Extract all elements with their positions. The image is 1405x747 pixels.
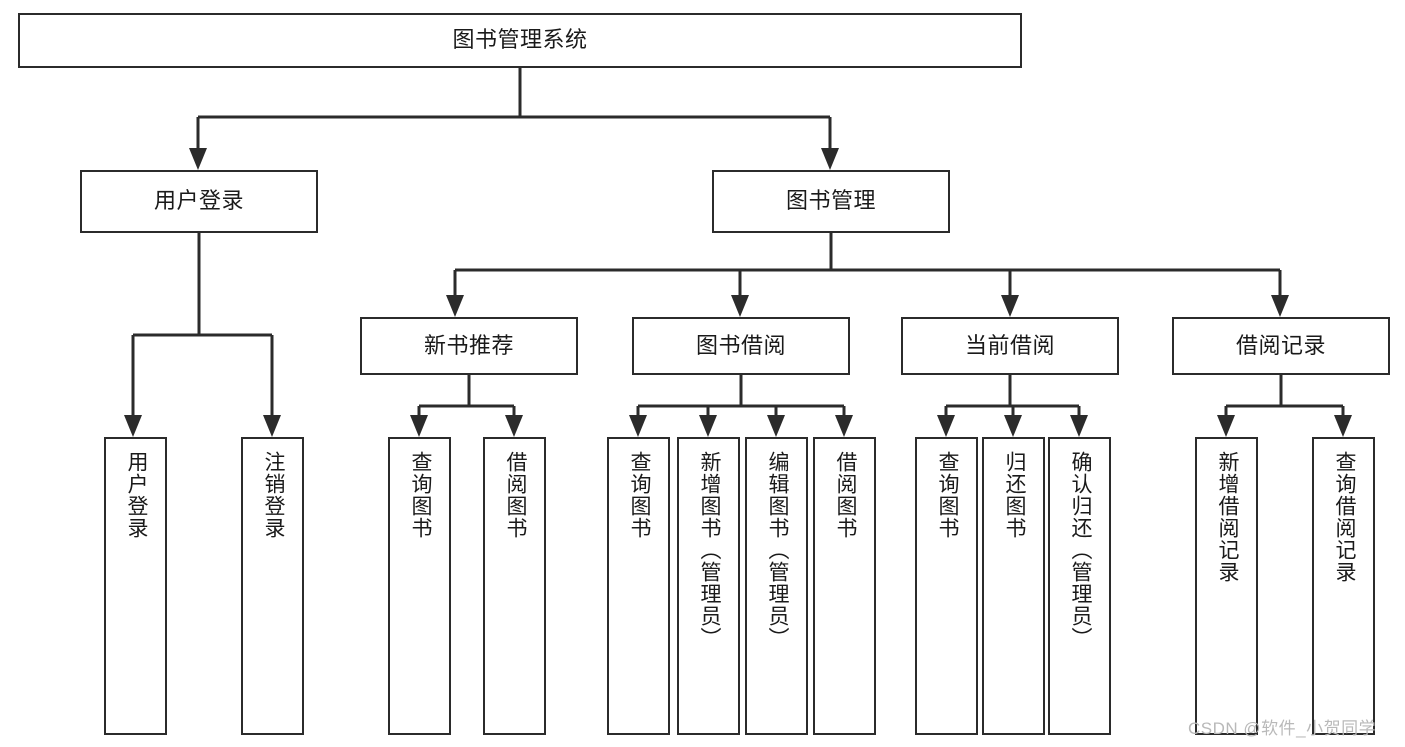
arrow-head bbox=[699, 415, 717, 437]
leaf-node-9[interactable]: 归还图书 bbox=[982, 437, 1045, 735]
leaf-node-2[interactable]: 查询图书 bbox=[388, 437, 451, 735]
arrow-head bbox=[1271, 295, 1289, 317]
arrow-head bbox=[821, 148, 839, 170]
arrow-head bbox=[263, 415, 281, 437]
arrow-head bbox=[835, 415, 853, 437]
arrow-head bbox=[505, 415, 523, 437]
leaf-node-4[interactable]: 查询图书 bbox=[607, 437, 670, 735]
arrow-head bbox=[731, 295, 749, 317]
leaf-node-12[interactable]: 查询借阅记录 bbox=[1312, 437, 1375, 735]
arrow-head bbox=[1334, 415, 1352, 437]
node-label: 用户登录 bbox=[124, 451, 148, 539]
arrow-head bbox=[1070, 415, 1088, 437]
arrow-head bbox=[767, 415, 785, 437]
node-label: 新书推荐 bbox=[423, 332, 514, 358]
node-label: 查询图书 bbox=[627, 451, 651, 539]
arrow-head bbox=[937, 415, 955, 437]
leaf-node-11[interactable]: 新增借阅记录 bbox=[1195, 437, 1258, 735]
node-label: 用户登录 bbox=[153, 188, 244, 214]
arrow-head bbox=[1004, 415, 1022, 437]
node-label: 图书管理 bbox=[785, 188, 876, 214]
leaf-node-0[interactable]: 用户登录 bbox=[104, 437, 167, 735]
arrow-head bbox=[410, 415, 428, 437]
arrow-head bbox=[629, 415, 647, 437]
arrow-head bbox=[124, 415, 142, 437]
node-label: 新增借阅记录 bbox=[1215, 451, 1239, 583]
node-label: 查询借阅记录 bbox=[1332, 451, 1356, 583]
arrow-head bbox=[189, 148, 207, 170]
leaf-node-8[interactable]: 查询图书 bbox=[915, 437, 978, 735]
level1-node-0[interactable]: 用户登录 bbox=[80, 170, 318, 233]
node-label: 查询图书 bbox=[408, 451, 432, 539]
level2-node-1[interactable]: 图书借阅 bbox=[632, 317, 850, 375]
arrow-head bbox=[446, 295, 464, 317]
node-label: 归还图书 bbox=[1002, 451, 1026, 539]
level2-node-2[interactable]: 当前借阅 bbox=[901, 317, 1119, 375]
node-label: 图书管理系统 bbox=[452, 27, 588, 53]
node-label: 借阅图书 bbox=[833, 451, 857, 539]
node-label: 当前借阅 bbox=[964, 332, 1055, 358]
node-label: 借阅图书 bbox=[503, 451, 527, 539]
csdn-watermark: CSDN @软件_小贺同学 bbox=[1188, 719, 1377, 738]
node-label: 图书借阅 bbox=[695, 332, 786, 358]
node-label: 新增图书（管理员） bbox=[697, 451, 721, 649]
level2-node-0[interactable]: 新书推荐 bbox=[360, 317, 578, 375]
leaf-node-1[interactable]: 注销登录 bbox=[241, 437, 304, 735]
node-label: 注销登录 bbox=[261, 451, 285, 539]
leaf-node-7[interactable]: 借阅图书 bbox=[813, 437, 876, 735]
level2-node-3[interactable]: 借阅记录 bbox=[1172, 317, 1390, 375]
node-label: 查询图书 bbox=[935, 451, 959, 539]
node-label: 编辑图书（管理员） bbox=[765, 451, 789, 649]
level1-node-1[interactable]: 图书管理 bbox=[712, 170, 950, 233]
leaf-node-5[interactable]: 新增图书（管理员） bbox=[677, 437, 740, 735]
arrow-head bbox=[1217, 415, 1235, 437]
node-label: 确认归还（管理员） bbox=[1068, 451, 1092, 649]
leaf-node-6[interactable]: 编辑图书（管理员） bbox=[745, 437, 808, 735]
leaf-node-3[interactable]: 借阅图书 bbox=[483, 437, 546, 735]
leaf-node-10[interactable]: 确认归还（管理员） bbox=[1048, 437, 1111, 735]
root-node[interactable]: 图书管理系统 bbox=[18, 13, 1022, 68]
arrow-head bbox=[1001, 295, 1019, 317]
node-label: 借阅记录 bbox=[1235, 332, 1326, 358]
